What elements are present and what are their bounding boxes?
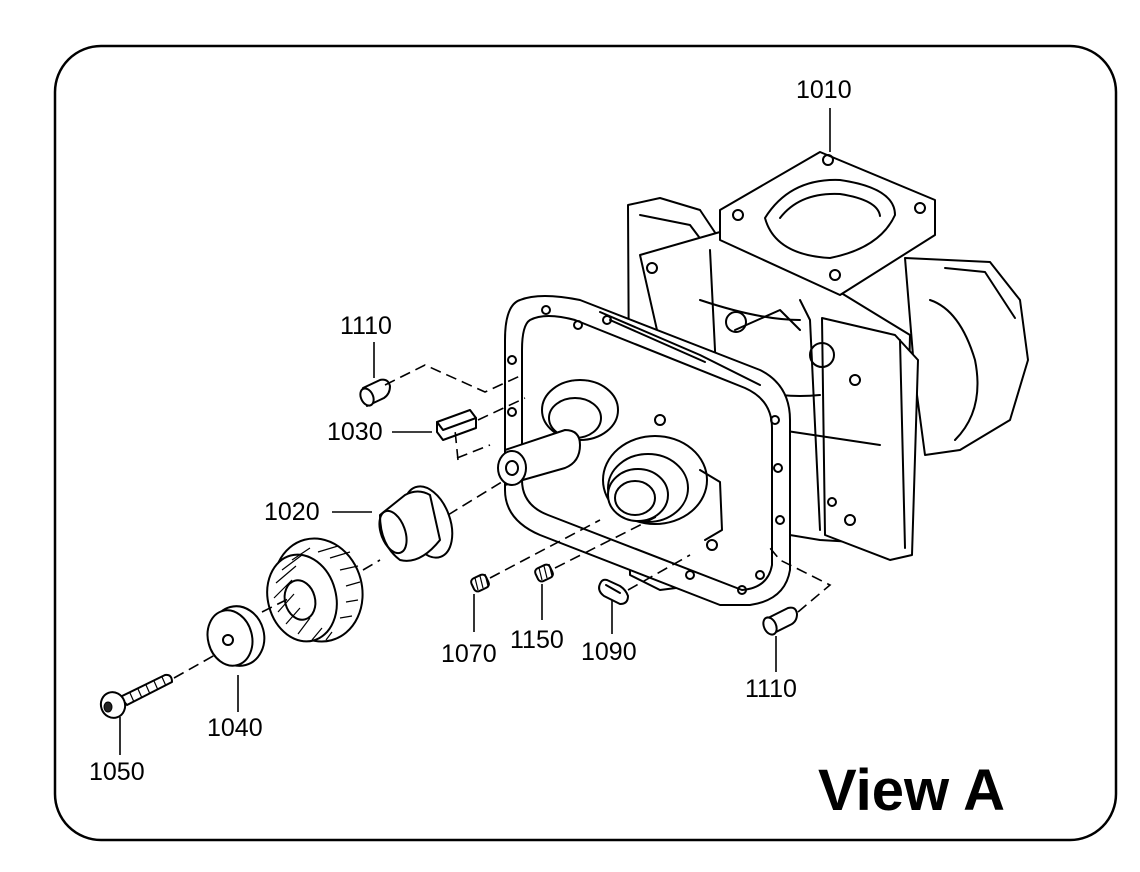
callout-1010: 1010 [796,76,852,104]
callout-1050: 1050 [89,758,145,786]
view-title: View A [818,758,1005,823]
part-1150-setscrew [534,563,554,583]
callout-1090: 1090 [581,638,637,666]
part-gear [266,537,364,643]
part-1050-bolt [99,673,173,719]
callout-1150: 1150 [510,626,564,654]
gearbox-housing [497,151,1029,606]
part-1020-bushing [378,485,454,562]
part-1110-dowel-bottom [762,606,798,636]
assembly-lines [173,364,832,679]
part-1070-setscrew [470,573,490,593]
callout-1030: 1030 [327,418,383,446]
callout-1040: 1040 [207,714,263,742]
callout-1020: 1020 [264,498,320,526]
part-1030-key [436,409,477,441]
callout-1110-bottom: 1110 [745,675,797,703]
part-1040-washer [206,605,266,667]
leader-lines [119,108,831,755]
callout-1070: 1070 [441,640,497,668]
part-1110-dowel-top [359,378,391,407]
part-1090-oring [598,578,629,605]
callout-1110-top: 1110 [340,312,392,340]
